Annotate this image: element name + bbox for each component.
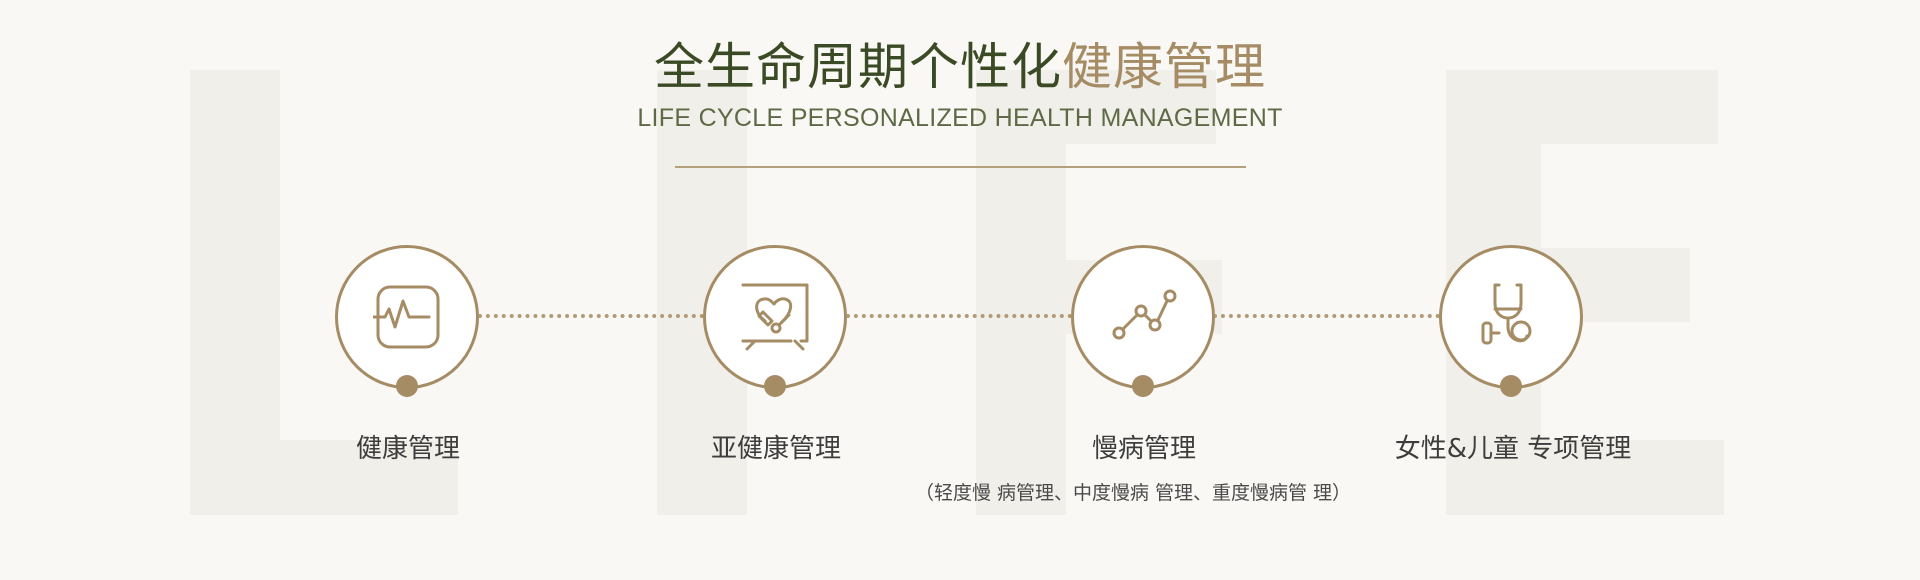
step-label: 健康管理	[355, 434, 460, 464]
heartbeat-monitor-icon	[373, 285, 440, 349]
step-women-children-management[interactable]	[1439, 245, 1583, 397]
step-label: 慢病管理	[1091, 434, 1196, 464]
header-divider	[675, 166, 1246, 168]
stethoscope-icon	[1481, 283, 1532, 345]
step-chronic-disease-management[interactable]	[1071, 245, 1215, 397]
step-label: 女性&儿童 专项管理	[1394, 434, 1632, 464]
title-dark-part: 全生命周期个性化	[654, 38, 1062, 96]
heart-presentation-board-icon	[741, 283, 809, 351]
connector-1-2	[478, 314, 704, 318]
step-dot	[1500, 375, 1522, 397]
line-trend-icon	[1112, 289, 1177, 340]
connector-2-3	[846, 314, 1072, 318]
page-subtitle: LIFE CYCLE PERSONALIZED HEALTH MANAGEMEN…	[637, 104, 1283, 132]
step-dot	[396, 375, 418, 397]
step-label: 亚健康管理	[710, 434, 841, 464]
step-dot	[1132, 375, 1154, 397]
page-title: 全生命周期个性化健康管理	[0, 34, 1920, 100]
step-circle	[1071, 245, 1215, 389]
connector-3-4	[1213, 314, 1440, 318]
step-circle	[1439, 245, 1583, 389]
step-sub-health-management[interactable]	[703, 245, 847, 397]
step-health-management[interactable]	[335, 245, 479, 397]
step-sublabel: （轻度慢 病管理、中度慢病 管理、重度慢病管 理）	[914, 482, 1352, 504]
title-gold-part: 健康管理	[1062, 38, 1266, 96]
step-circle	[703, 245, 847, 389]
step-circle	[335, 245, 479, 389]
step-dot	[764, 375, 786, 397]
page-header: 全生命周期个性化健康管理 LIFE CYCLE PERSONALIZED HEA…	[0, 34, 1920, 134]
